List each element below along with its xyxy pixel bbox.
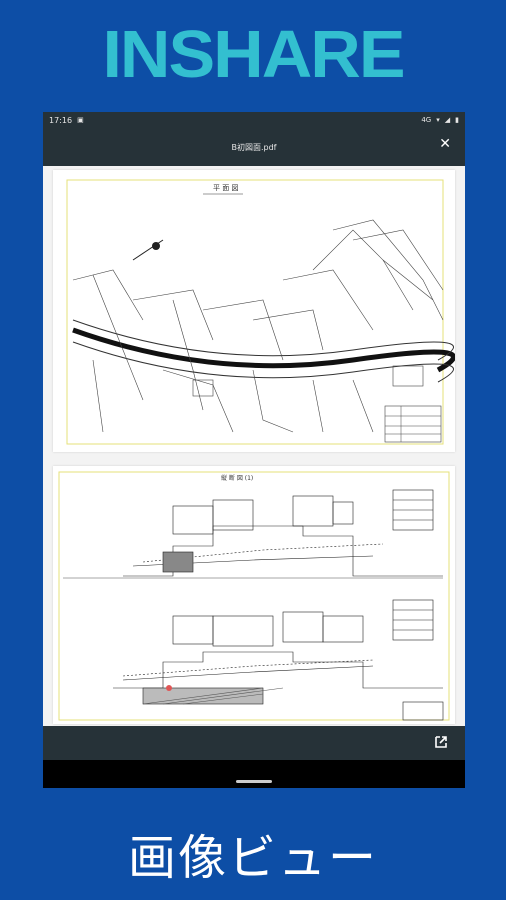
- brand-name: INSHARE: [102, 16, 405, 92]
- pdf-viewer[interactable]: 平 面 図: [43, 166, 465, 726]
- viewer-bottom-bar: [43, 726, 465, 760]
- wifi-icon: ▾: [436, 116, 440, 124]
- pdf-page[interactable]: 平 面 図: [53, 170, 455, 452]
- file-name: B初図面.pdf: [231, 142, 277, 152]
- notification-icon: ▣: [77, 116, 84, 124]
- system-nav-bar: [43, 760, 465, 788]
- device-screen: 17:16 ▣ 4G ▾ ◢ ▮ B初図面.pdf ✕ 平 面 図: [43, 112, 465, 788]
- viewer-title-bar: B初図面.pdf ✕: [43, 128, 465, 166]
- battery-icon: ▮: [455, 116, 459, 124]
- close-icon[interactable]: ✕: [439, 136, 451, 152]
- home-indicator[interactable]: [236, 780, 272, 783]
- status-time: 17:16: [49, 115, 73, 125]
- feature-caption: 画像ビュー: [127, 830, 378, 886]
- plan-drawing: 平 面 図: [66, 179, 455, 445]
- brand-logo: INSHARE: [0, 14, 506, 94]
- network-type: 4G: [421, 116, 432, 124]
- page-heading: 縦 断 図 (1): [221, 474, 253, 482]
- pdf-page[interactable]: 縦 断 図 (1): [53, 466, 455, 724]
- status-bar: 17:16 ▣ 4G ▾ ◢ ▮: [43, 112, 465, 128]
- profile-drawing: 縦 断 図 (1): [58, 471, 450, 721]
- page-heading: 平 面 図: [213, 184, 238, 192]
- open-external-icon[interactable]: [433, 734, 449, 750]
- signal-icon: ◢: [444, 116, 451, 124]
